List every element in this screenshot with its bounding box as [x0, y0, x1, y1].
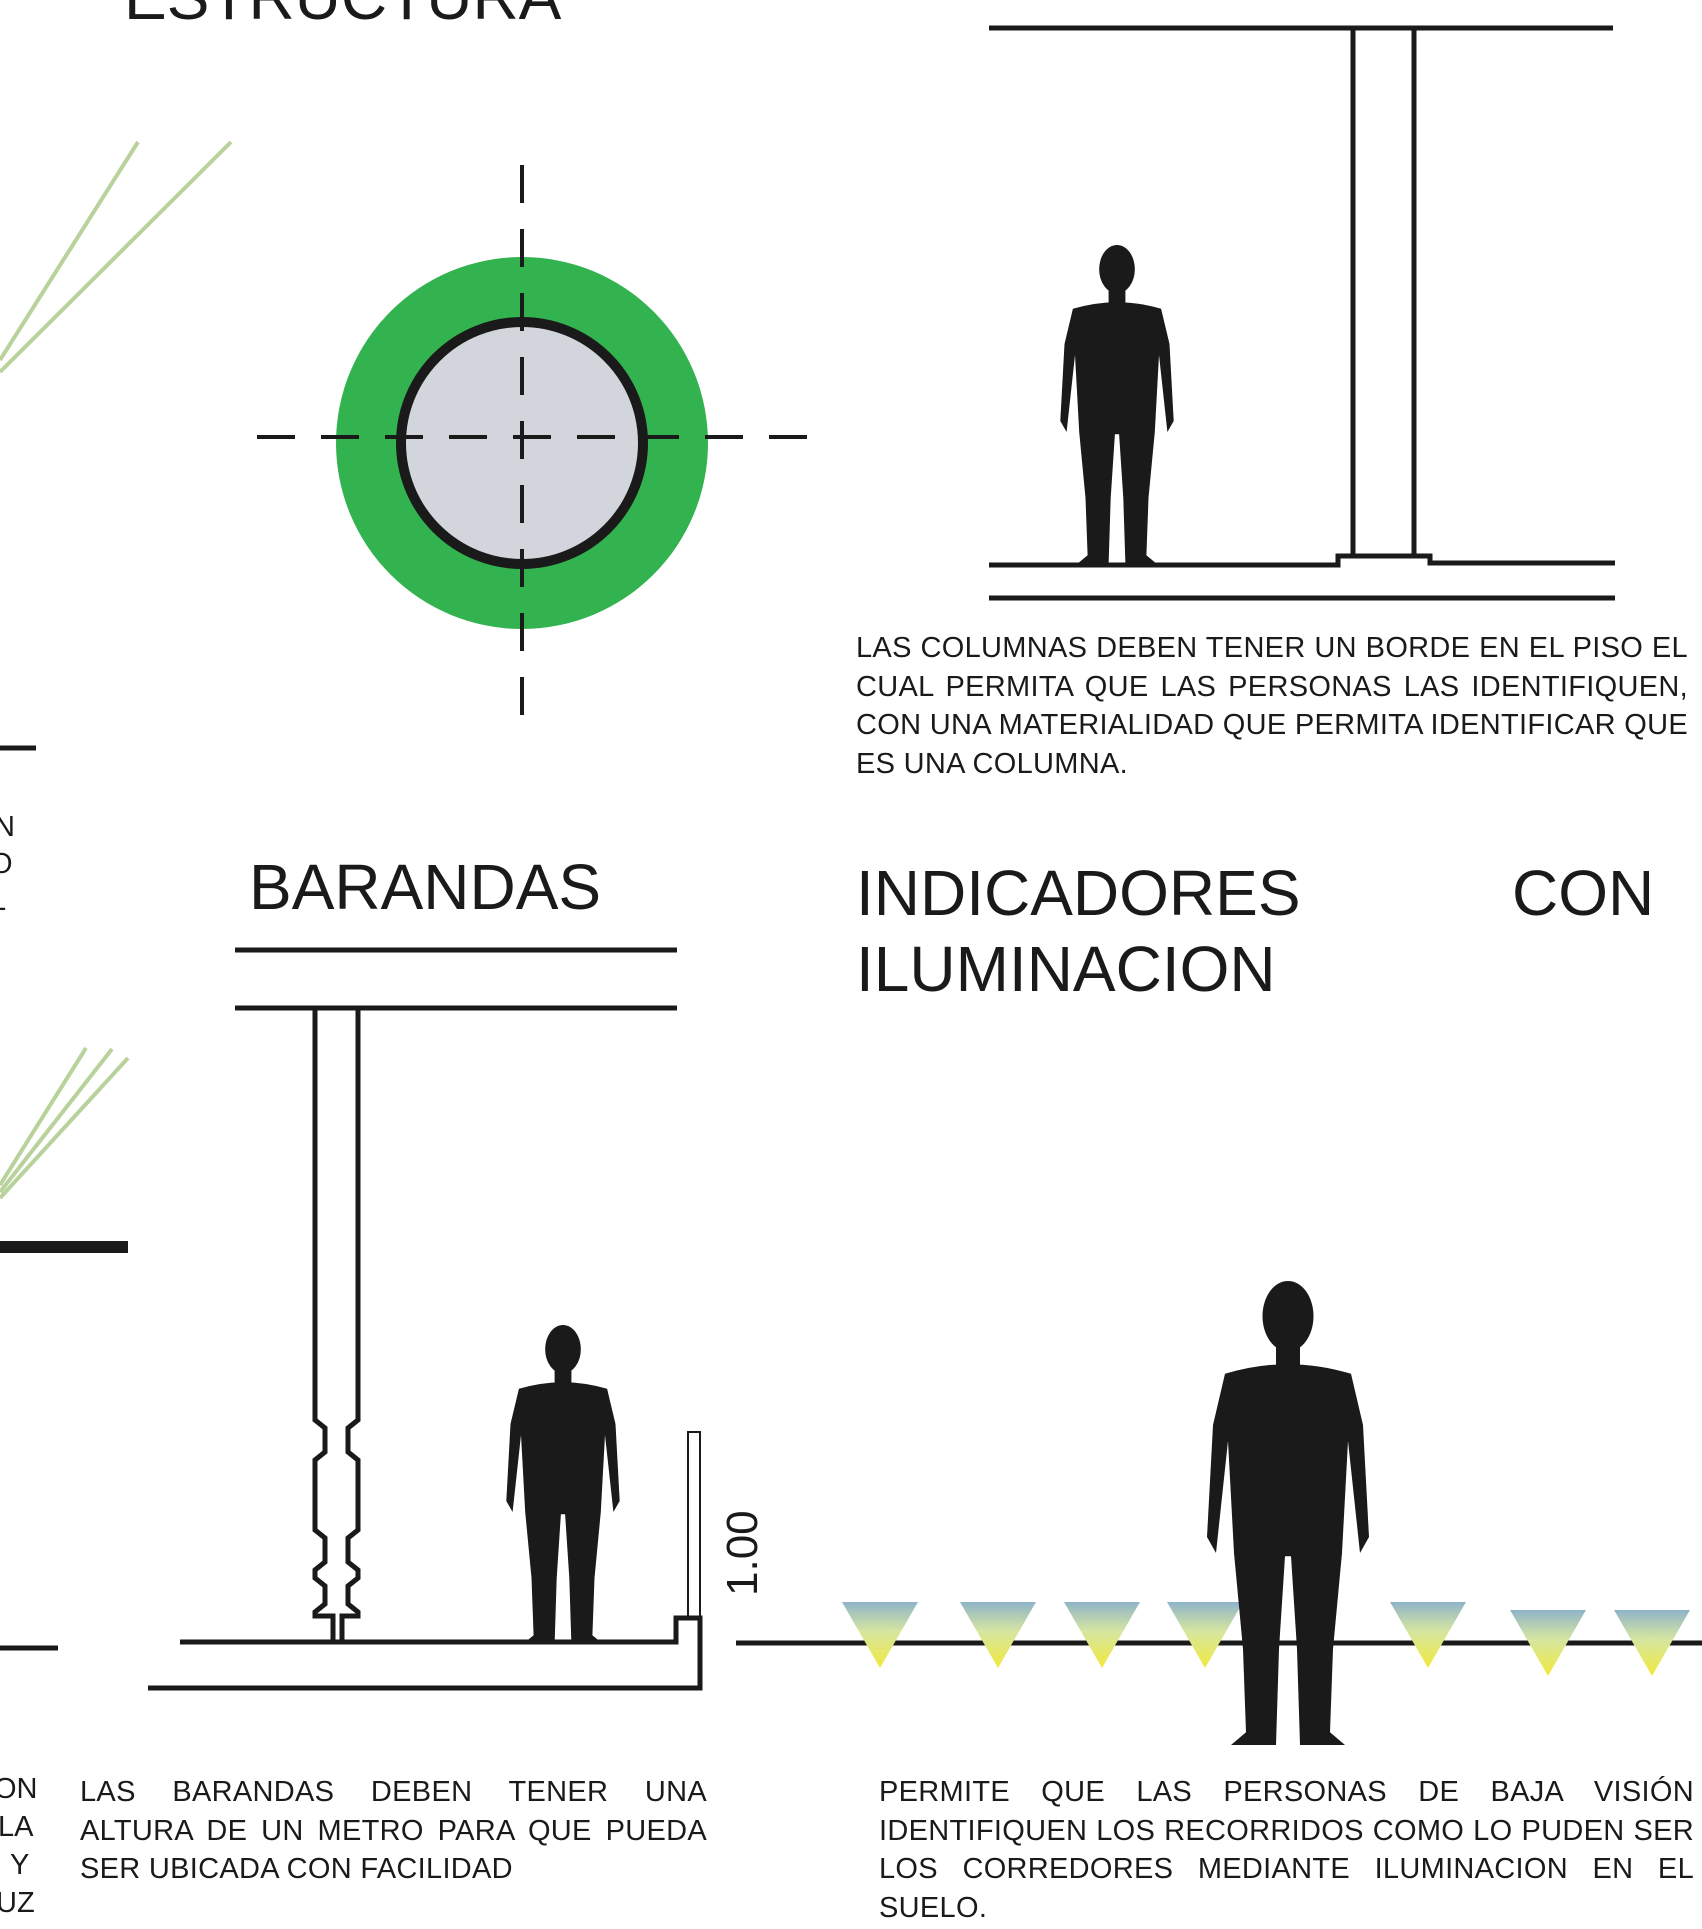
person-silhouette-railing: [506, 1325, 620, 1644]
column-elevation-diagram: [989, 25, 1615, 601]
column-plan-diagram: [257, 165, 808, 715]
fragment-text: ON: [0, 1773, 38, 1805]
lighting-floor-diagram: [736, 1602, 1702, 1676]
led-indicator-2: [960, 1602, 1036, 1668]
fragment-text: L: [0, 882, 6, 921]
fragment-text: N: [0, 811, 15, 843]
left-edge-lines: [0, 745, 128, 1651]
description-barandas: LAS BARANDAS DEBEN TENER UNA ALTURA DE U…: [80, 1776, 707, 1885]
heading-indicadores-line3: ILUMINACION: [856, 933, 1276, 1005]
led-indicator-1: [842, 1602, 918, 1668]
column-base: [989, 553, 1615, 568]
light-beam-lower: [0, 1046, 130, 1200]
person-silhouette-column: [1060, 245, 1174, 564]
fragment-text: Y: [10, 1849, 30, 1881]
led-indicator-6: [1510, 1610, 1586, 1676]
description-iluminacion: PERMITE QUE LAS PERSONAS DE BAJA VISIÓN …: [879, 1776, 1694, 1924]
fragment-text: UZ: [0, 1887, 35, 1919]
led-indicator-4: [1167, 1602, 1243, 1668]
led-indicator-3: [1064, 1602, 1140, 1668]
person-silhouette-lighting: [1207, 1281, 1369, 1745]
railing-floor: [148, 1615, 703, 1691]
heading-estructura: ESTRUCTURA: [124, 0, 561, 36]
heading-indicadores-line1: INDICADORES: [856, 857, 1301, 929]
fragment-text: LA: [0, 1811, 34, 1843]
heading-indicadores-line2: CON: [1512, 857, 1655, 929]
heading-barandas: BARANDAS: [249, 851, 602, 923]
led-indicator-5: [1390, 1602, 1466, 1668]
dimension-marker: [687, 1431, 701, 1618]
description-columnas: LAS COLUMNAS DEBEN TENER UN BORDE EN EL …: [856, 632, 1688, 780]
railing-diagram: [148, 947, 703, 1691]
railing-post: [312, 1008, 336, 1642]
led-indicator-7: [1614, 1610, 1690, 1676]
fragment-text: O: [0, 848, 13, 880]
railing-height-label: 1.00: [718, 1510, 767, 1596]
light-beam-upper: [0, 140, 233, 374]
